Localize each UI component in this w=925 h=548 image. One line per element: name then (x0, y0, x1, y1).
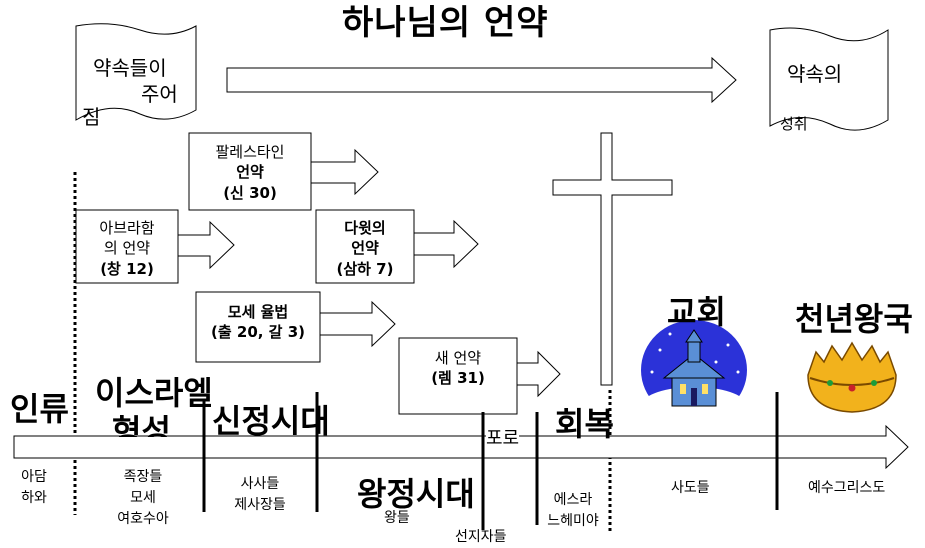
cross (552, 132, 673, 386)
arrow-new (516, 350, 561, 398)
covenant-moses-name: 모세 율법 (227, 303, 289, 321)
covenant-palestine-name: 팔레스타인 (215, 143, 285, 161)
heading-monarchy: 왕정시대 (357, 475, 475, 513)
heading-israel-formation: 형성 (112, 415, 171, 437)
covenant-palestine-label: 언약 (236, 163, 264, 182)
promise-given-line2: 주어 (141, 82, 178, 106)
promise-given-line3: 짐 (82, 105, 101, 129)
label-prophets: 선지자들 (455, 529, 507, 545)
label-patriarchs: 족장들 모세 여호수아 (117, 469, 169, 527)
promise-fulfilled-line1: 약속의 (787, 62, 843, 86)
top-arrow (226, 56, 737, 104)
box-palestine (188, 132, 312, 211)
covenant-david: 다윗의 언약 (삼하 7) (316, 218, 414, 279)
heading-millennium: 천년왕국 (795, 300, 913, 338)
covenant-moses-ref: (출 20, 갈 3) (211, 323, 305, 342)
promise-given-line1: 약속들이 (93, 56, 167, 80)
heading-church: 교회 (667, 293, 726, 331)
label-apostles: 사도들 (671, 480, 710, 496)
arrow-abraham (177, 220, 235, 270)
scroll-right (769, 27, 889, 131)
promise-fulfilled-line2: 성취 (780, 115, 808, 133)
heading-theocracy: 신정시대 (212, 402, 330, 440)
covenant-new-ref: (렘 31) (431, 369, 485, 388)
covenant-palestine-ref: (신 30) (223, 183, 277, 202)
covenant-new-name: 새 언약 (434, 349, 482, 367)
arrow-david (413, 219, 479, 269)
covenant-abraham-ref: (창 12) (100, 259, 154, 278)
church-snow-globe-icon (641, 320, 747, 421)
arrow-palestine (310, 148, 379, 196)
covenant-abraham-name: 아브라함 (99, 219, 155, 237)
timeline-arrow (13, 424, 909, 470)
covenant-david-label: 언약 (351, 239, 379, 258)
heading-restoration: 회복 (555, 405, 614, 443)
covenant-abraham: 아브라함 의 언약 (창 12) (76, 218, 178, 279)
diagram-title: 하나님의 언약 (342, 3, 549, 43)
heading-israel: 이스라엘 (95, 374, 213, 412)
label-judges: 사사들 제사장들 (234, 476, 286, 513)
covenant-david-name: 다윗의 (344, 219, 386, 237)
crown-icon (807, 341, 897, 413)
covenant-new: 새 언약 (렘 31) (399, 348, 517, 389)
label-adam: 아담 하와 (21, 469, 47, 506)
label-ezra: 에스라 느헤미야 (547, 492, 599, 529)
box-moses (195, 291, 321, 363)
label-christ: 예수그리스도 (808, 480, 886, 496)
covenant-david-ref: (삼하 7) (336, 259, 394, 278)
label-kings: 왕들 (384, 510, 410, 526)
arrow-moses (319, 300, 396, 348)
heading-human: 인류 (10, 390, 69, 428)
heading-exile: 포로 (486, 428, 520, 449)
covenant-moses: 모세 율법 (출 20, 갈 3) (196, 302, 320, 343)
covenant-abraham-label: 의 언약 (103, 239, 151, 258)
covenant-palestine: 팔레스타인 언약 (신 30) (189, 142, 311, 203)
scroll-left (75, 23, 197, 121)
